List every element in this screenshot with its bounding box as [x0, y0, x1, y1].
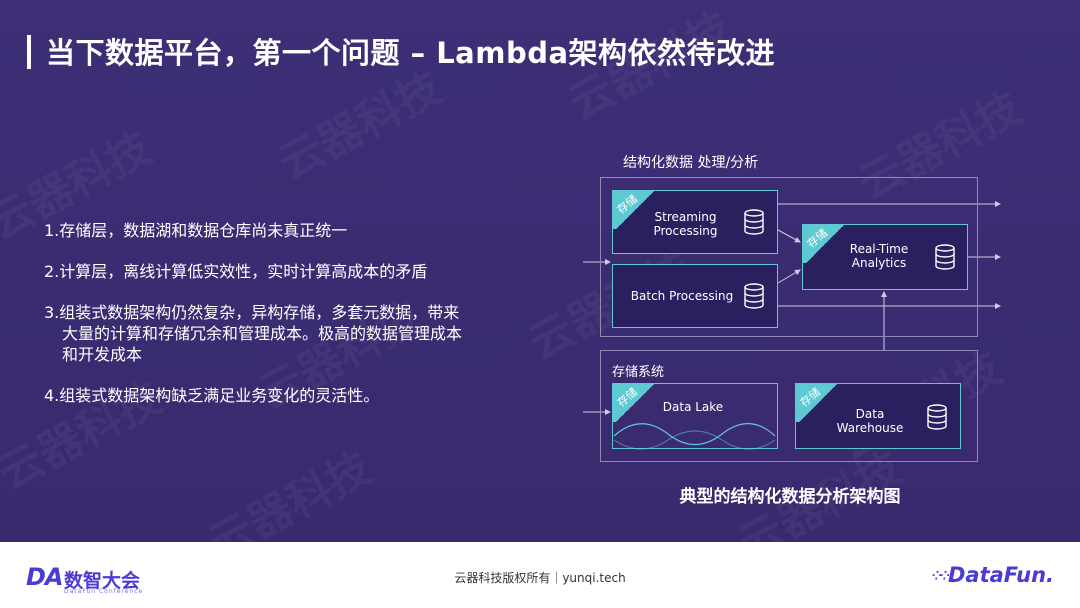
copyright-text: 云器科技版权所有｜yunqi.tech — [454, 571, 626, 585]
batch-label: Batch Processing — [630, 289, 734, 303]
da-logo-mark: DA — [26, 563, 63, 591]
diagram-caption: 典型的结构化数据分析架构图 — [679, 487, 901, 507]
page-title: 当下数据平台，第一个问题 – Lambda架构依然待改进 — [46, 36, 776, 70]
datafun-logo: ⁘⁘DataFun. — [931, 563, 1054, 587]
conference-name: 数智大会 — [64, 570, 141, 592]
bullet-line: 2.计算层，离线计算低实效性，实时计算高成本的矛盾 — [44, 262, 428, 281]
processing-section — [600, 177, 978, 337]
database-icon — [935, 244, 955, 270]
database-icon — [744, 209, 764, 235]
storage-tag: 存储 — [796, 384, 840, 422]
data-lake-label: Data Lake — [662, 400, 724, 414]
storage-section — [600, 350, 978, 462]
database-icon — [744, 283, 764, 309]
bullet-item: 1.存储层，数据湖和数据仓库尚未真正统一 — [44, 220, 544, 241]
diagram-connectors — [583, 201, 1001, 450]
bullet-item: 2.计算层，离线计算低实效性，实时计算高成本的矛盾 — [44, 261, 544, 282]
logo-dots-icon: ⁘⁘ — [931, 569, 950, 583]
bullet-line: 1.存储层，数据湖和数据仓库尚未真正统一 — [44, 221, 348, 240]
bullet-item: 3.组装式数据架构仍然复杂，异构存储，多套元数据，带来 大量的计算和存储冗余和管… — [44, 302, 544, 365]
storage-tag: 存储 — [613, 191, 657, 229]
title-accent-bar — [27, 35, 31, 69]
processing-section-title: 结构化数据 处理/分析 — [623, 155, 759, 171]
bullet-line: 大量的计算和存储冗余和管理成本。极高的数据管理成本 — [62, 324, 463, 343]
bullet-item: 4.组装式数据架构缺乏满足业务变化的灵活性。 — [44, 385, 544, 406]
bullet-line: 3.组装式数据架构仍然复杂，异构存储，多套元数据，带来 — [44, 303, 460, 322]
footer: DA 数智大会 DataFun Conference 云器科技版权所有｜yunq… — [0, 542, 1080, 608]
storage-section-title: 存储系统 — [612, 365, 665, 380]
storage-tag: 存储 — [803, 225, 847, 263]
database-icon — [927, 404, 947, 430]
bullet-line: 4.组装式数据架构缺乏满足业务变化的灵活性。 — [44, 386, 380, 405]
storage-tag: 存储 — [613, 384, 657, 422]
bullet-line: 和开发成本 — [62, 345, 143, 364]
slide-main: 云器科技 云器科技 云器科技 云器科技 云器科技 云器科技 云器科技 云器科技 … — [0, 0, 1080, 542]
batch-processing-box: Batch Processing — [612, 264, 778, 328]
datafun-conference-logo: DA 数智大会 DataFun Conference — [26, 563, 142, 595]
bullet-list: 1.存储层，数据湖和数据仓库尚未真正统一 2.计算层，离线计算低实效性，实时计算… — [44, 220, 544, 426]
conference-subtitle: DataFun Conference — [64, 588, 144, 595]
data-lake-box: 存储 Data Lake — [612, 383, 778, 449]
